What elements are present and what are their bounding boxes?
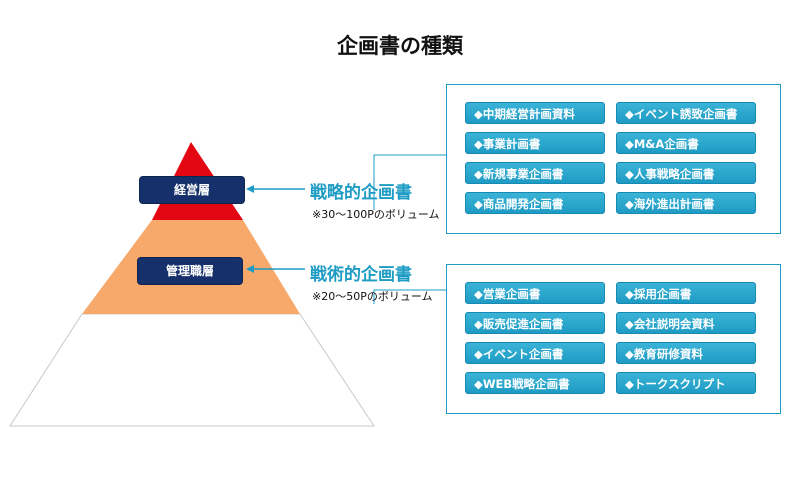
tactical-heading: 戦術的企画書 (310, 265, 412, 285)
tactical-panel: ◆営業企画書 ◆採用企画書 ◆販売促進企画書 ◆会社説明会資料 ◆イベント企画書… (446, 264, 781, 414)
tactical-item: ◆WEB戦略企画書 (465, 372, 605, 394)
tactical-item: ◆販売促進企画書 (465, 312, 605, 334)
connector-tactical (373, 289, 446, 304)
strategic-volume: ※30～100Pのボリューム (312, 208, 440, 221)
tactical-item: ◆採用企画書 (616, 282, 756, 304)
middle-layer-label: 管理職層 (138, 258, 242, 284)
strategic-item: ◆イベント誘致企画書 (616, 102, 756, 124)
pyramid-bottom-layer (9, 313, 375, 427)
tactical-volume: ※20～50Pのボリューム (312, 290, 433, 303)
connector-strategic (373, 154, 446, 210)
strategic-item: ◆M&A企画書 (616, 132, 756, 154)
tactical-item: ◆会社説明会資料 (616, 312, 756, 334)
strategic-panel: ◆中期経営計画資料 ◆イベント誘致企画書 ◆事業計画書 ◆M&A企画書 ◆新規事… (446, 84, 781, 234)
tactical-item: ◆営業企画書 (465, 282, 605, 304)
tactical-item: ◆トークスクリプト (616, 372, 756, 394)
strategic-item: ◆事業計画書 (465, 132, 605, 154)
tactical-item: ◆教育研修資料 (616, 342, 756, 364)
strategic-item: ◆商品開発企画書 (465, 192, 605, 214)
top-layer-label: 経営層 (140, 177, 244, 203)
tactical-item: ◆イベント企画書 (465, 342, 605, 364)
strategic-item: ◆人事戦略企画書 (616, 162, 756, 184)
page-title: 企画書の種類 (337, 34, 463, 58)
strategic-item: ◆海外進出計画書 (616, 192, 756, 214)
strategic-heading: 戦略的企画書 (310, 183, 412, 203)
strategic-item: ◆新規事業企画書 (465, 162, 605, 184)
strategic-item: ◆中期経営計画資料 (465, 102, 605, 124)
